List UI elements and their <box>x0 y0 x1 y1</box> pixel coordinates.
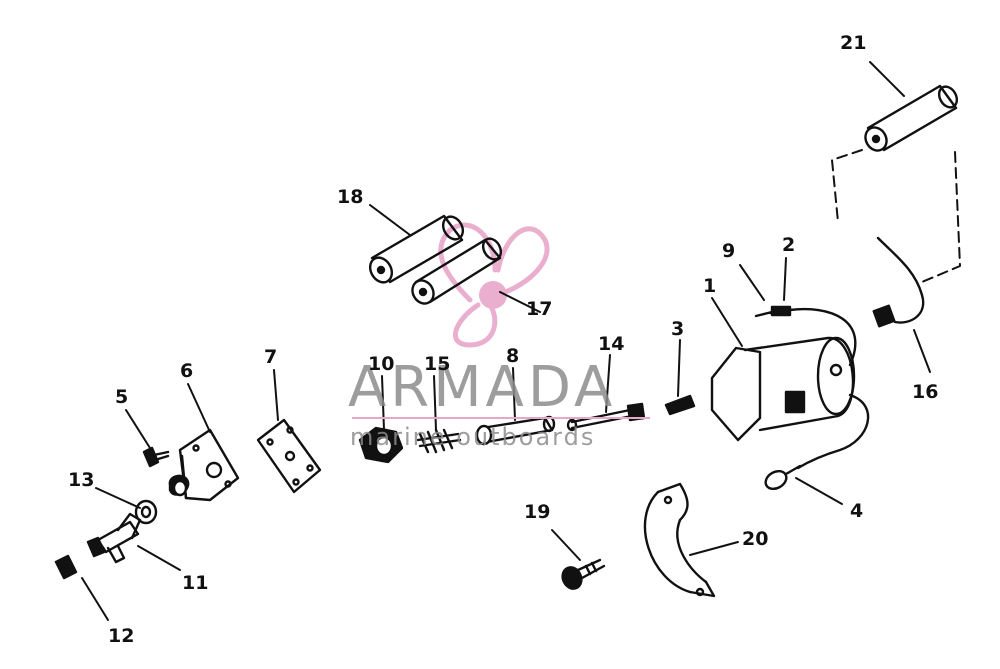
part-5-screw <box>142 446 170 468</box>
label-12: 12 <box>108 625 135 647</box>
label-16: 16 <box>912 381 939 403</box>
label-11: 11 <box>182 572 209 594</box>
watermark-brand: ARMADA <box>348 355 617 420</box>
label-9: 9 <box>722 240 736 262</box>
part-20-clamp <box>643 482 716 598</box>
label-7: 7 <box>264 346 278 368</box>
part-13-washer <box>134 499 158 525</box>
label-13: 13 <box>68 469 95 491</box>
label-6: 6 <box>180 360 194 382</box>
watermark-tagline: marine outboards <box>350 423 596 451</box>
part-17-tube <box>411 237 503 305</box>
part-11-fitting <box>86 512 142 564</box>
label-3: 3 <box>671 318 685 340</box>
label-2: 2 <box>782 234 796 256</box>
label-1: 1 <box>703 275 717 297</box>
part-15-spring <box>416 428 462 454</box>
label-14: 14 <box>598 333 625 355</box>
label-4: 4 <box>850 500 864 522</box>
label-18: 18 <box>337 186 364 208</box>
part-21-tube <box>864 84 959 152</box>
part-19-screw <box>561 558 606 590</box>
part-7-gasket <box>256 418 322 494</box>
part-1-solenoid <box>710 336 856 442</box>
part-16-wire-clip <box>872 236 925 328</box>
label-10: 10 <box>368 353 395 375</box>
part-18-tube <box>368 214 465 284</box>
label-15: 15 <box>424 353 451 375</box>
part-2-wire <box>754 305 857 367</box>
part-12-cap <box>54 554 78 580</box>
watermark-divider <box>352 417 650 419</box>
part-4-lead <box>764 393 870 491</box>
label-5: 5 <box>115 386 129 408</box>
label-20: 20 <box>742 528 769 550</box>
label-17: 17 <box>526 298 553 320</box>
label-19: 19 <box>524 501 551 523</box>
part-6-cover <box>168 428 240 502</box>
part-3-spring <box>664 394 696 416</box>
label-8: 8 <box>506 345 520 367</box>
part-10-nut <box>358 426 404 464</box>
label-21: 21 <box>840 32 867 54</box>
